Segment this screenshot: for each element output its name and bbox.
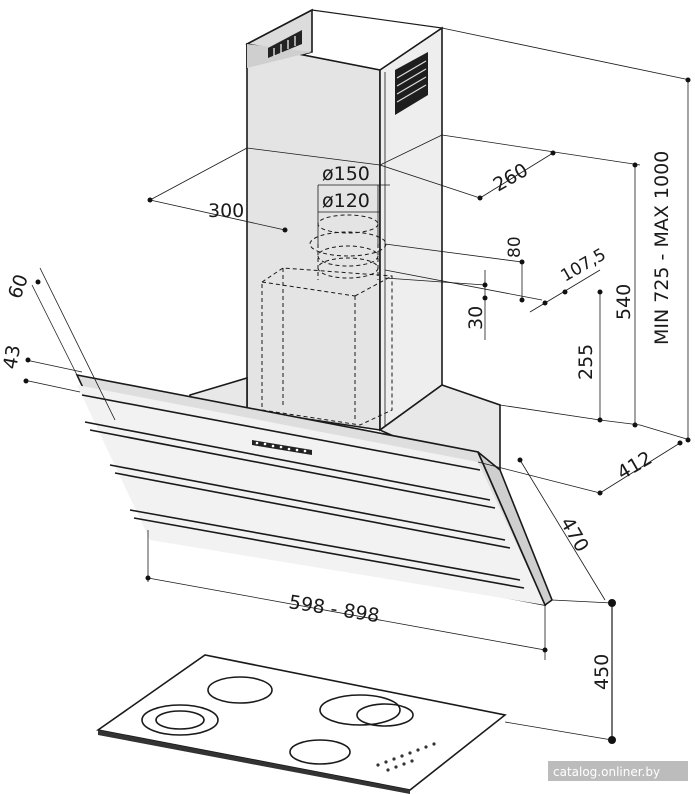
watermark-text: catalog.onliner.by — [553, 765, 660, 779]
vent-grille-right — [395, 52, 428, 115]
vent-grille-left — [268, 30, 302, 58]
hob-controls — [376, 742, 436, 772]
label-height-range: MIN 725 - MAX 1000 — [651, 151, 673, 345]
label-height-30: 30 — [465, 306, 487, 330]
watermark: catalog.onliner.by — [548, 761, 688, 781]
label-panel-470: 470 — [556, 514, 593, 556]
burner-rear-right — [319, 694, 401, 726]
label-duct-inner: ø120 — [322, 190, 370, 212]
dimension-lines — [23, 27, 691, 744]
burner-rear-left — [207, 676, 273, 704]
burner-front-right — [289, 739, 351, 765]
label-angle-60: 60 — [4, 271, 33, 301]
label-collar-height: 80 — [505, 236, 525, 258]
label-height-255: 255 — [575, 344, 597, 380]
label-width-range: 598 - 898 — [287, 591, 381, 627]
label-chimney-depth: 260 — [490, 159, 532, 196]
label-duct-outer: ø150 — [322, 163, 370, 185]
burner-front-left — [141, 704, 219, 736]
label-hob-clearance: 450 — [591, 654, 613, 690]
control-panel — [252, 440, 312, 455]
label-angle-43: 43 — [0, 343, 25, 371]
label-height-540: 540 — [613, 284, 635, 320]
chimney — [245, 8, 444, 432]
hood-body — [75, 373, 553, 607]
label-depth-412: 412 — [614, 447, 656, 484]
label-chimney-width: 300 — [208, 200, 244, 222]
cooktop — [95, 654, 507, 794]
